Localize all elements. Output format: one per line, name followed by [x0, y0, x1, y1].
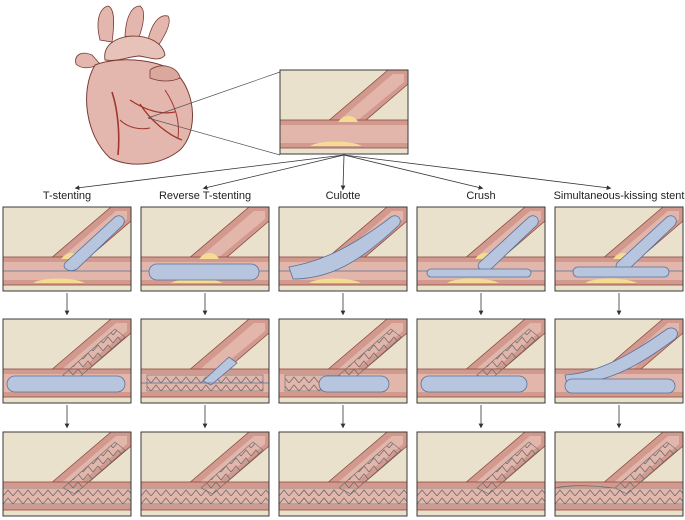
column-label-culotte: Culotte	[325, 190, 361, 202]
stent	[299, 490, 339, 504]
stent	[554, 485, 616, 489]
detail-inset	[279, 69, 409, 155]
side-branch-lumen	[191, 211, 265, 267]
panel-frame	[416, 431, 546, 517]
panel-frame	[140, 318, 270, 404]
balloon	[6, 375, 126, 393]
panel-simultaneous-kissing-stent-2	[554, 318, 684, 404]
panel-frame	[278, 431, 408, 517]
panel-crush-1	[416, 206, 546, 292]
panel-crush-2	[416, 318, 546, 404]
balloon	[564, 378, 676, 394]
stent	[2, 487, 132, 505]
balloon	[318, 375, 390, 393]
column-label-t-stenting: T-stenting	[42, 190, 92, 202]
callout-line-bottom	[147, 117, 281, 156]
panel-t-stenting-3	[2, 431, 132, 517]
panel-frame	[140, 206, 270, 292]
panel-simultaneous-kissing-stent-3	[554, 431, 684, 517]
panel-frame	[140, 431, 270, 517]
arrow-down-icon	[202, 154, 345, 190]
balloon	[63, 215, 125, 271]
panel-frame	[279, 69, 409, 155]
panel-frame	[278, 206, 408, 292]
plaque	[447, 278, 499, 283]
balloon	[426, 268, 532, 278]
arrow-down-icon	[340, 154, 346, 191]
side-branch-lumen	[191, 323, 265, 379]
arrow-down-icon	[343, 154, 484, 190]
panel-frame	[2, 318, 132, 404]
column-label-simultaneous-kissing-stent: Simultaneous-kissing stent	[553, 190, 685, 202]
plaque	[199, 253, 219, 259]
panel-frame	[2, 431, 132, 517]
panel-frame	[2, 206, 132, 292]
plaque	[585, 278, 637, 283]
panel-t-stenting-1	[2, 206, 132, 292]
panel-frame	[416, 206, 546, 292]
stent	[554, 487, 684, 505]
panel-culotte-2	[278, 318, 408, 404]
stent	[416, 487, 546, 505]
plaque	[309, 278, 361, 283]
panel-simultaneous-kissing-stent-1	[554, 206, 684, 292]
panel-culotte-1	[278, 206, 408, 292]
panel-reverse-t-stenting-2	[140, 318, 270, 404]
heart-illustration	[75, 5, 193, 165]
panel-crush-3	[416, 431, 546, 517]
balloon	[202, 356, 238, 386]
stent	[140, 487, 270, 505]
panel-frame	[554, 206, 684, 292]
arrow-down-icon	[343, 154, 612, 191]
main-vessel-lumen	[280, 125, 408, 143]
panel-frame	[554, 431, 684, 517]
panel-reverse-t-stenting-3	[140, 431, 270, 517]
panel-t-stenting-2	[2, 318, 132, 404]
balloon	[420, 375, 528, 393]
balloon	[148, 263, 260, 281]
balloon	[477, 215, 539, 271]
side-branch-lumen	[330, 74, 404, 130]
panel-frame	[554, 318, 684, 404]
plaque	[310, 141, 362, 146]
arrow-down-icon	[74, 154, 345, 191]
column-label-reverse-t-stenting: Reverse T-stenting	[158, 190, 252, 202]
balloon	[288, 215, 401, 280]
stent	[278, 487, 408, 505]
column-label-crush: Crush	[466, 190, 496, 202]
panel-reverse-t-stenting-1	[140, 206, 270, 292]
balloon	[564, 327, 678, 386]
panel-frame	[278, 318, 408, 404]
plaque	[338, 116, 358, 122]
balloon	[572, 266, 670, 278]
panel-frame	[416, 318, 546, 404]
panel-culotte-3	[278, 431, 408, 517]
plaque	[33, 278, 85, 283]
callout-line-top	[147, 71, 281, 119]
